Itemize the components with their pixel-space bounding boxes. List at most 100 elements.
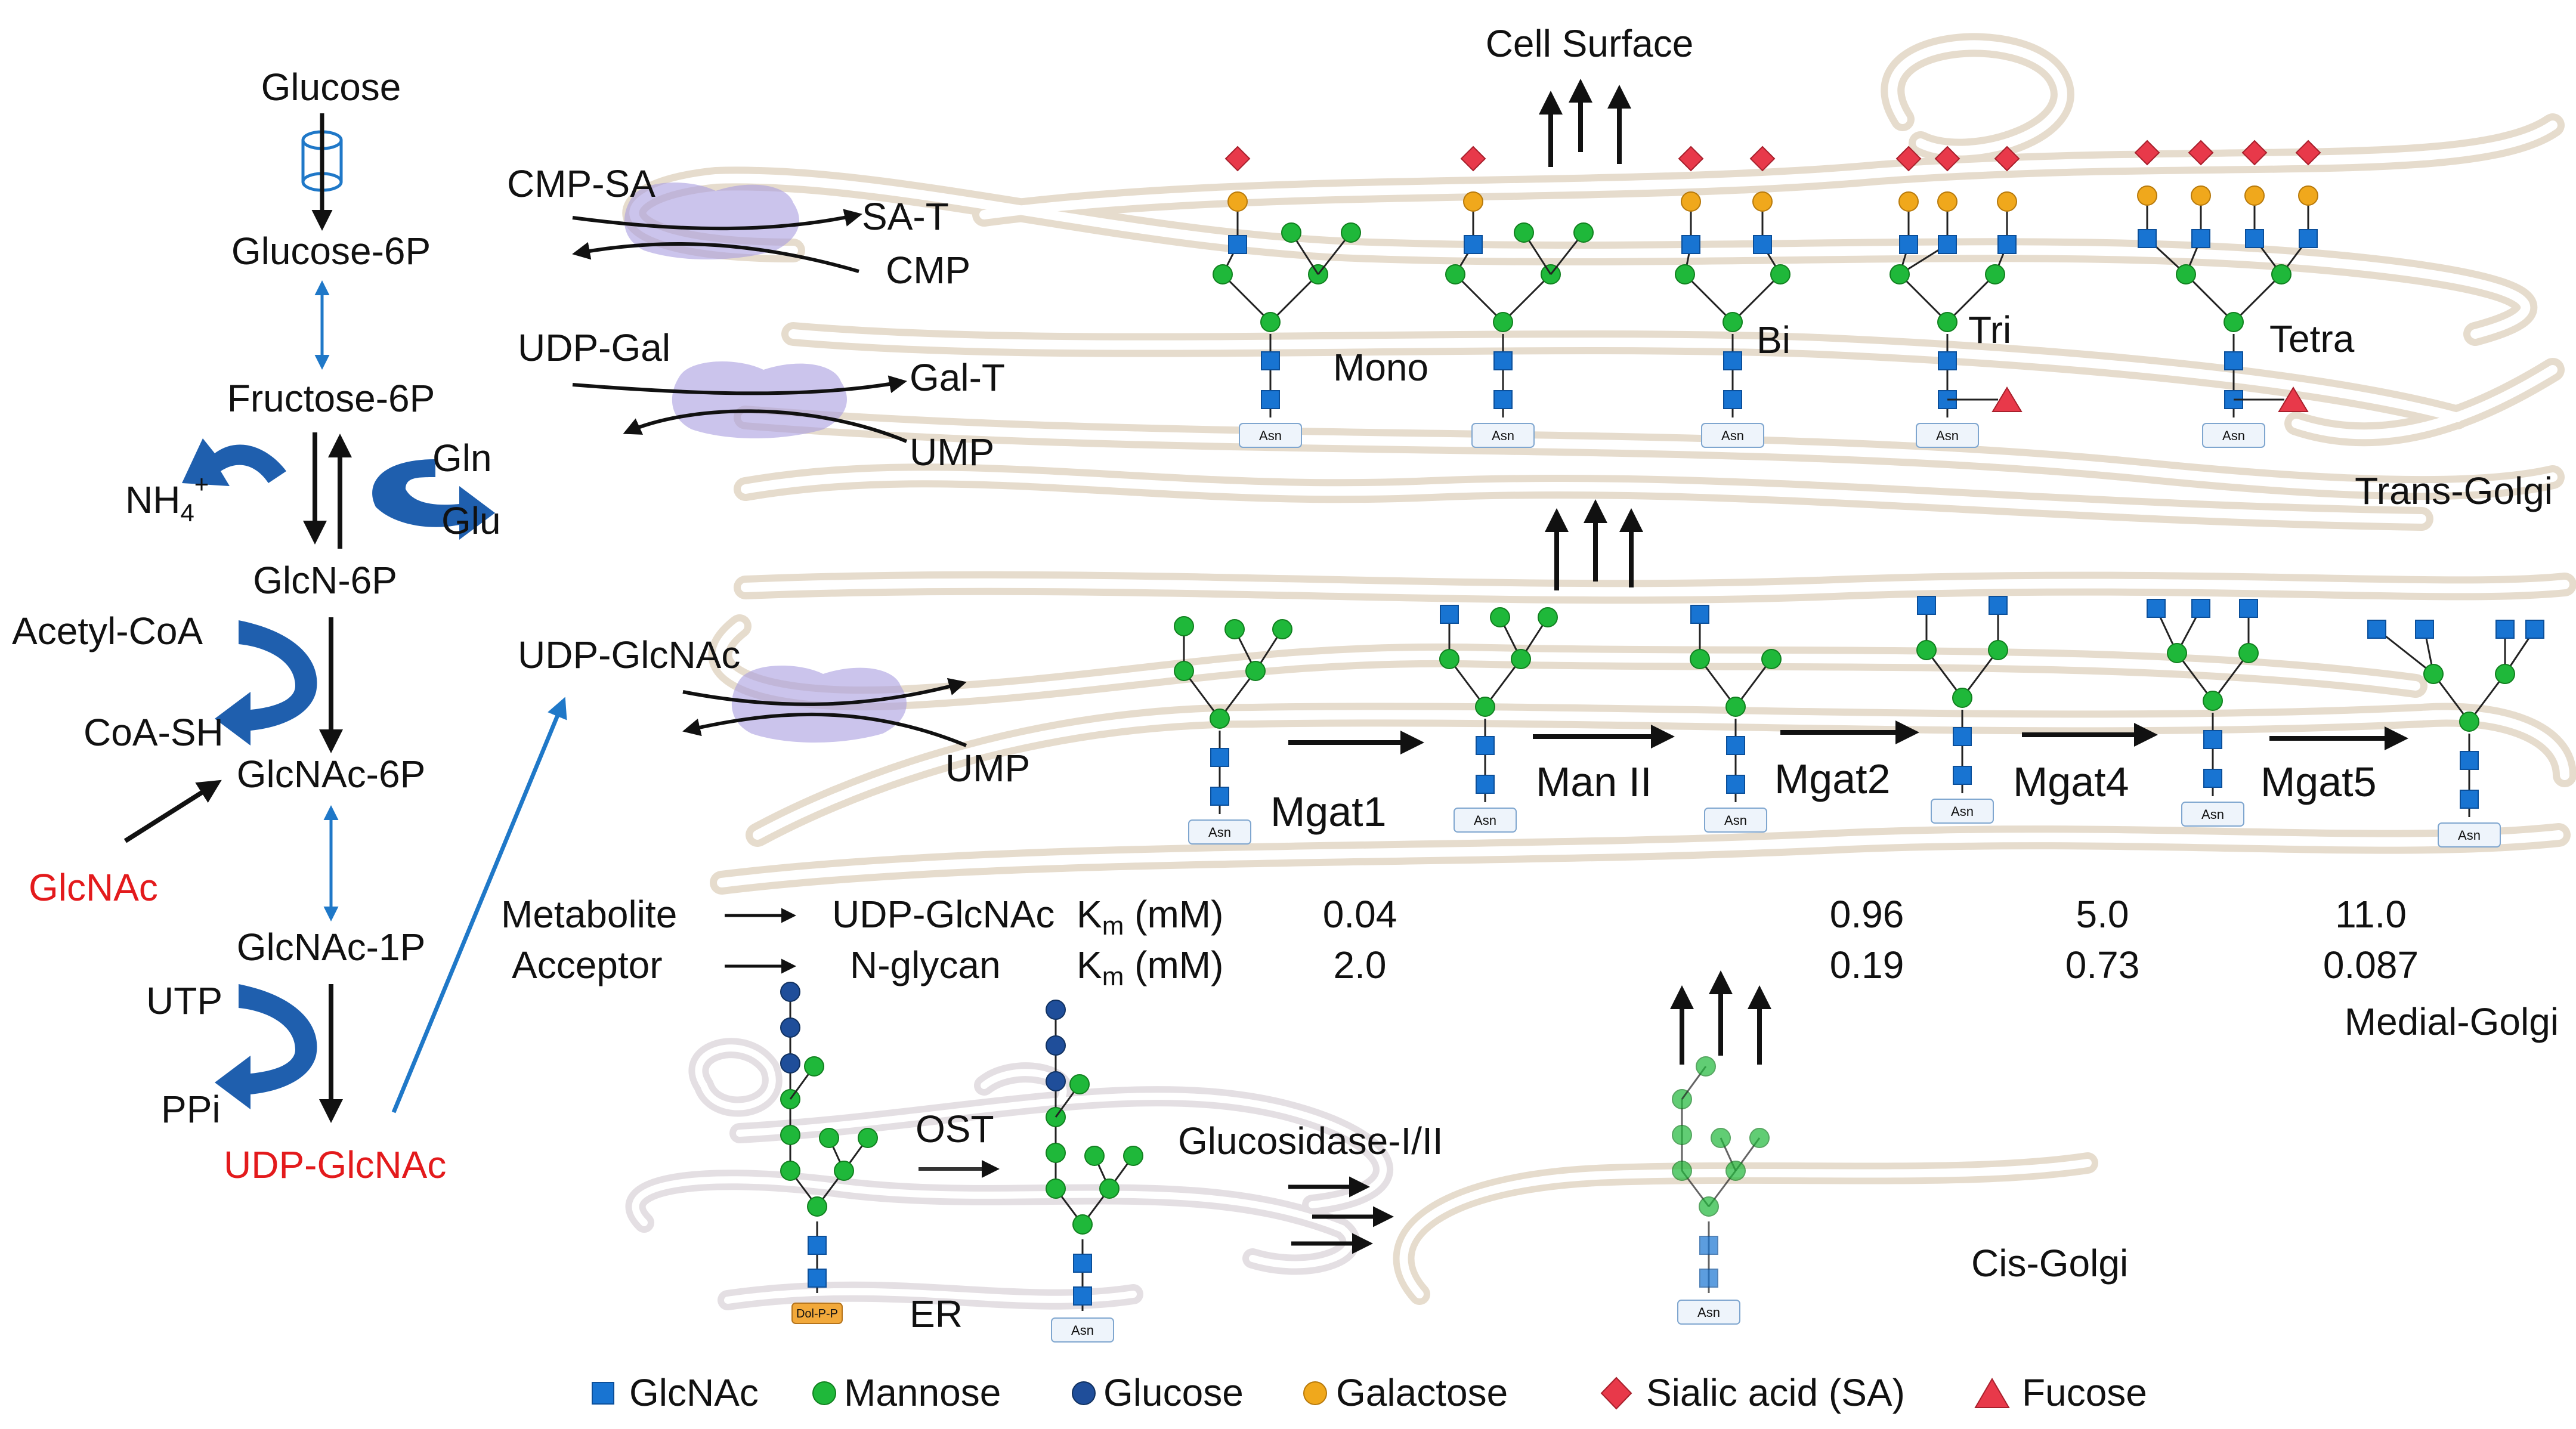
glcnac-icon — [1726, 775, 1745, 794]
mannose-icon — [2176, 264, 2196, 284]
asn-anchor: Asn — [2181, 802, 2244, 827]
udp-glcnac-transporter — [682, 666, 967, 747]
galactose-icon — [1898, 191, 1919, 212]
mannose-icon — [1069, 1074, 1090, 1094]
compartment-labels: Cell Surface Trans-Golgi Medial-Golgi Ci… — [910, 22, 2559, 1335]
mannose-icon — [1213, 264, 1233, 284]
tetra-label: Tetra — [2269, 317, 2355, 360]
mannose-icon — [819, 1128, 839, 1148]
cis-golgi-glycan: Asn — [1672, 1056, 1770, 1325]
asn-label: Asn — [1474, 813, 1496, 828]
glcnac-icon — [1476, 736, 1495, 755]
asn-label: Asn — [1259, 428, 1282, 443]
km-table: Metabolite UDP-GlcNAc Km (mM) 0.04 0.96 … — [501, 893, 2419, 991]
man-ii-label: Man II — [1536, 759, 1652, 805]
glcnac-icon — [1476, 775, 1495, 794]
mannose-icon — [1046, 1179, 1066, 1199]
glucose-label: Glucose — [261, 66, 401, 109]
galactose-icon — [1997, 191, 2017, 212]
cmp-sa-label: CMP-SA — [507, 162, 655, 205]
medial-golgi-membrane — [708, 571, 2576, 895]
asn-label: Asn — [1936, 428, 1959, 443]
glcnac-icon — [1723, 351, 1742, 370]
cis-golgi-membrane — [1393, 1152, 2098, 1305]
acceptor-name: N-glycan — [850, 944, 1001, 986]
tri-antennary-glycan: Asn — [1890, 146, 2023, 448]
asn-anchor: Asn — [1188, 819, 1251, 845]
trans-golgi-label: Trans-Golgi — [2355, 469, 2553, 512]
galactose-icon — [1227, 191, 1248, 212]
dol-p-p-anchor: Dol-P-P — [791, 1303, 843, 1324]
fructose-6p-label: Fructose-6P — [227, 377, 435, 420]
mgat2-product-glycan: Asn — [1916, 596, 2008, 824]
asn-anchor: Asn — [2202, 423, 2265, 448]
sialic-acid-icon — [2134, 140, 2160, 166]
asn-label: Asn — [1208, 825, 1231, 840]
km-metabolite-mgat2: 0.96 — [1830, 893, 1904, 936]
glcnac-icon — [1753, 235, 1772, 254]
asn-label: Asn — [1071, 1323, 1094, 1338]
mannose-icon — [1696, 1056, 1716, 1077]
mannose-icon — [1210, 709, 1230, 729]
legend-sialic-acid-swatch — [1600, 1377, 1632, 1410]
asn-label: Asn — [1951, 804, 1974, 819]
glcnac-icon — [1261, 390, 1280, 409]
glcnac-icon — [1681, 235, 1700, 254]
mannose-icon — [1725, 1161, 1746, 1181]
mannose-icon — [1514, 222, 1534, 243]
km-metabolite-mgat5: 11.0 — [2335, 893, 2407, 936]
transport-arrows — [1539, 79, 1771, 1065]
glcnac-icon — [1938, 351, 1957, 370]
tri-label: Tri — [1968, 308, 2011, 351]
glycan-labels: Mono Bi Tri Tetra — [1333, 308, 2355, 389]
glcnac-icon — [808, 1269, 827, 1288]
legend-glucose-swatch — [1072, 1381, 1096, 1405]
glcnac-1p-label: GlcNAc-1P — [237, 926, 426, 969]
glcnac-icon — [2415, 620, 2434, 639]
galactose-icon — [2137, 185, 2157, 206]
udp-gal-transporter — [572, 361, 908, 443]
glcn-6p-label: GlcN-6P — [253, 559, 397, 602]
mannose-icon — [1916, 640, 1937, 660]
glcnac-icon — [1261, 351, 1280, 370]
mono-label: Mono — [1333, 346, 1428, 389]
legend-glcnac-swatch — [592, 1382, 614, 1405]
mannose-icon — [1538, 607, 1558, 627]
mannose-icon — [1988, 640, 2008, 660]
mannose-icon — [1672, 1125, 1692, 1145]
mannose-icon — [1723, 312, 1743, 332]
mannose-icon — [780, 1161, 800, 1181]
mannose-icon — [1260, 312, 1281, 332]
asn-label: Asn — [2201, 807, 2224, 822]
metabolite-label: Metabolite — [501, 893, 677, 936]
glcnac-icon — [2495, 620, 2515, 639]
asn-anchor: Asn — [1051, 1317, 1114, 1343]
sialic-acid-icon — [2295, 140, 2321, 166]
legend-fucose-swatch — [1974, 1378, 2010, 1408]
glcnac-icon — [1073, 1286, 1092, 1306]
glcnac-icon — [1938, 235, 1957, 254]
glcnac-icon — [2239, 599, 2258, 618]
galactose-icon — [1681, 191, 1701, 212]
legend-fucose-label: Fucose — [2022, 1371, 2147, 1414]
asn-anchor: Asn — [2438, 822, 2501, 847]
sa-t-label: SA-T — [862, 195, 949, 238]
glcnac-icon — [1464, 235, 1483, 254]
sialic-acid-icon — [1460, 146, 1486, 172]
glucose-icon — [1046, 1071, 1066, 1091]
enzyme-steps: Mgat1 Man II Mgat2 Mgat4 Mgat5 OST Gluco… — [916, 720, 2408, 1254]
glucose-icon — [780, 1053, 800, 1074]
km-acceptor-mgat2: 0.19 — [1830, 944, 1904, 986]
glcnac-icon — [1493, 351, 1513, 370]
man-ii-product-glycan: Asn — [1690, 605, 1782, 833]
glcnac-icon — [2191, 599, 2210, 618]
glcnac-external-label: GlcNAc — [29, 866, 158, 909]
glcnac-icon — [2203, 769, 2222, 788]
bi-antennary-glycan: Asn — [1675, 146, 1790, 448]
mannose-icon — [1099, 1179, 1120, 1199]
glcnac-icon — [2147, 599, 2166, 618]
asn-anchors: Dol-P-P — [791, 1303, 843, 1324]
mannose-icon — [1174, 616, 1194, 636]
mannose-icon — [1511, 649, 1531, 669]
